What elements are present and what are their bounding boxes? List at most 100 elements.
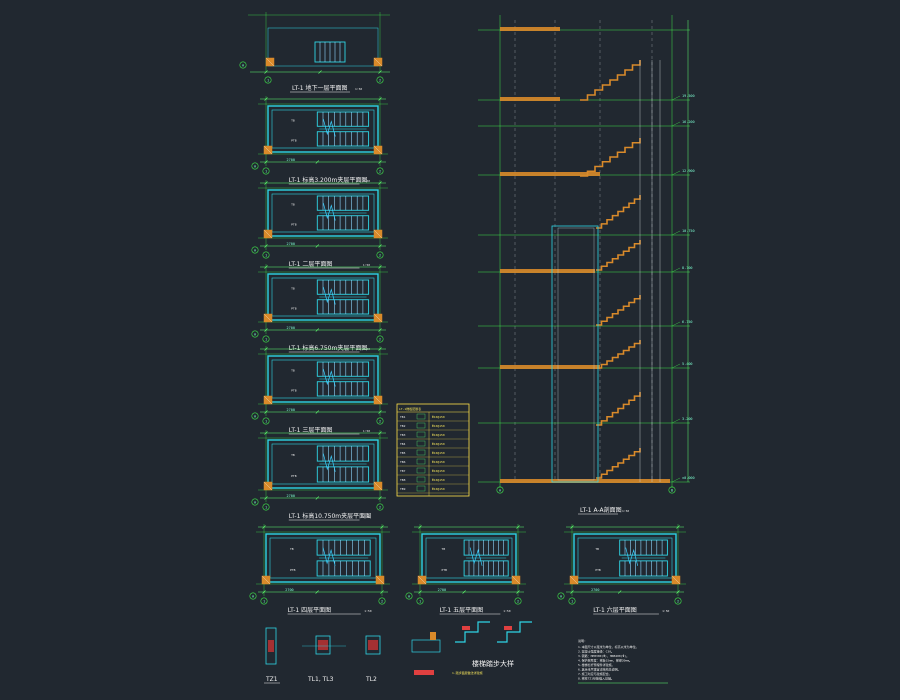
stair-direction-arrow [322, 286, 336, 305]
dimension-tick [378, 347, 382, 351]
axis-bubble-label: 1 [419, 599, 421, 603]
step-profile [497, 621, 532, 643]
dimension-tick [516, 590, 520, 594]
axis-bubble [405, 592, 413, 600]
plan-scale: 1:50 [363, 429, 370, 433]
dimension-tick [315, 328, 320, 332]
plan-scale: 1:50 [363, 179, 370, 183]
stair-flight-outline [316, 466, 370, 483]
dimension-tick [378, 244, 382, 248]
axis-bubble [251, 412, 259, 420]
column-cross [373, 481, 383, 491]
stair-flight-outline [619, 539, 668, 556]
stair-direction-arrow [322, 118, 336, 137]
table-swatch [416, 431, 426, 438]
notes-line: 7.施工时应与建施配合。 [578, 671, 612, 676]
stair-flight-outline [316, 361, 370, 377]
floor-slab [500, 27, 560, 31]
slab-tag: PTB [290, 568, 296, 572]
stair-flight-section [580, 60, 641, 101]
slab-tag: TB [291, 453, 295, 457]
column-cross [263, 481, 273, 491]
stair-direction-arrow [322, 202, 336, 221]
section-view: ±0.0003.2005.4006.7508.70010.75012.90016… [478, 15, 695, 515]
dimension-text: 2700 [285, 588, 293, 592]
dimension-tick [617, 590, 622, 594]
axis-bubble-label: A [254, 500, 257, 504]
table-title: LT-1梯板配筋表 [399, 406, 421, 411]
axis-bubble-label: A [408, 594, 411, 598]
column-cross [265, 57, 275, 67]
plan-title: LT-1 六层平面图 [593, 606, 637, 614]
slab-tag: TB [290, 547, 294, 551]
stair-flight-outline [463, 539, 509, 556]
floor-slab [500, 479, 670, 483]
table-swatch [416, 476, 426, 483]
dimension-tick [264, 328, 268, 332]
axis-bubble [264, 76, 272, 84]
axis-bubble [251, 162, 259, 170]
step-profile [455, 621, 490, 643]
foundation-outline [267, 27, 379, 67]
table-cell-note: Φ10@150 [432, 433, 445, 437]
stair-flight-outline [316, 445, 370, 462]
axis-bubble-label: 1 [571, 599, 573, 603]
axis-bubble-label: A [254, 248, 257, 252]
detail-title: TZ1 [265, 676, 278, 683]
dimension-tick [378, 160, 382, 164]
table-swatch [416, 449, 426, 456]
column-cross [373, 229, 383, 239]
axis-bubble-label: 1 [267, 78, 269, 82]
dimension-tick [570, 590, 574, 594]
axis-bubble [376, 503, 384, 511]
stair-flight-section [596, 340, 641, 369]
stair-flight-outline [619, 560, 668, 577]
axis-bubble-label: 1 [265, 505, 267, 509]
elevation-text: ±0.000 [682, 476, 695, 480]
column-cross [373, 145, 383, 155]
stair-flight-section [596, 240, 641, 271]
table-cell-name: TB9 [400, 487, 406, 491]
inner-wall-outline [425, 537, 513, 579]
step-marker [462, 626, 470, 630]
axis-bubble [260, 597, 268, 605]
wall-outline [421, 533, 517, 583]
slab-tag: PTB [595, 568, 601, 572]
inner-wall-outline [577, 537, 673, 579]
floor-slab [500, 97, 560, 101]
dimension-tick [462, 590, 466, 594]
stair-flight-outline [463, 560, 509, 577]
step-legend-swatch [414, 670, 434, 675]
floor-slab [500, 172, 600, 176]
detail-column [265, 627, 277, 665]
axis-bubble [674, 597, 682, 605]
detail-hatch [318, 640, 328, 650]
axis-bubble [251, 330, 259, 338]
inner-wall-outline [271, 109, 375, 149]
slab-tag: TB [291, 369, 295, 373]
dimension-tick [378, 97, 382, 101]
notes-title: 说明: [578, 638, 586, 643]
notes-line: 8.梯柱TZ1纵筋锚入基础。 [578, 676, 614, 681]
stair-flight-section [580, 138, 641, 177]
axis-bubble [249, 592, 257, 600]
axis-bubble-label: A [254, 332, 257, 336]
stair-flight-section [596, 195, 641, 229]
section-wall-outline [551, 225, 599, 483]
axis-bubble-label: A [254, 164, 257, 168]
detail-hatch [368, 640, 378, 650]
table-cell-note: Φ10@150 [432, 478, 445, 482]
slab-tag: TB [291, 119, 295, 123]
wall-outline [265, 533, 381, 583]
dimension-tick [264, 97, 268, 101]
column-cross [263, 395, 273, 405]
axis-bubble [376, 167, 384, 175]
elevation-text: 6.750 [682, 320, 693, 324]
stair-flight-outline [316, 539, 371, 556]
floor-slab [500, 365, 600, 369]
axis-bubble [239, 61, 247, 69]
